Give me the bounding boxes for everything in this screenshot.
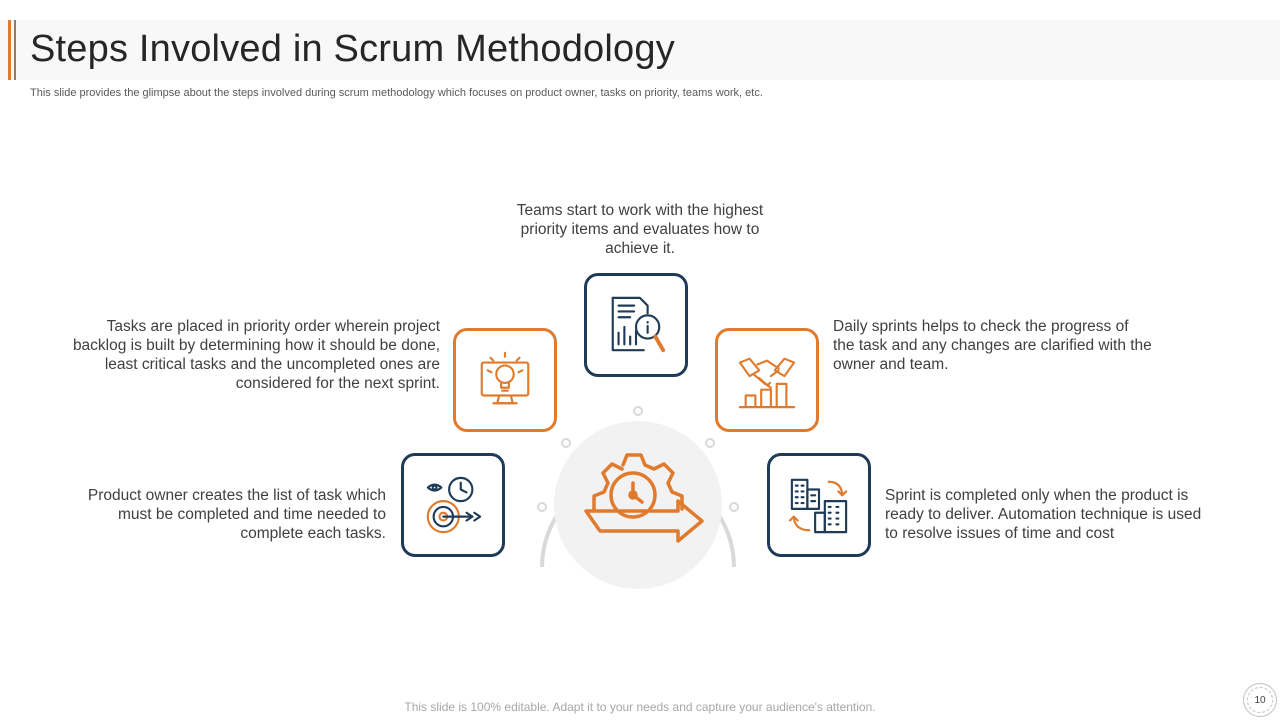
- title-accent-gray: [14, 20, 16, 80]
- central-hub: [537, 406, 739, 589]
- page-subtitle: This slide provides the glimpse about th…: [30, 87, 763, 99]
- hub-arc-dot: [537, 502, 547, 512]
- step-5-text: Sprint is completed only when the produc…: [885, 487, 1202, 542]
- step-3-text: Teams start to work with the highest pri…: [516, 202, 764, 257]
- hub-arc-dot: [705, 438, 715, 448]
- step-4-text: Daily sprints helps to check the progres…: [833, 318, 1152, 373]
- gear-clock-arrow-icon: [584, 453, 704, 543]
- hub-arc-dot: [729, 502, 739, 512]
- page-number-badge: 10: [1243, 683, 1277, 717]
- report-analysis-icon: [611, 296, 666, 353]
- target-clock-icon: [426, 476, 482, 534]
- step-1-text: Product owner creates the list of task w…: [87, 487, 386, 542]
- hub-disc: [554, 421, 722, 589]
- page-number: 10: [1247, 687, 1273, 713]
- footer-note: This slide is 100% editable. Adapt it to…: [404, 700, 876, 714]
- step-5-icon-box: [767, 453, 871, 557]
- step-3-icon-box: [584, 273, 688, 377]
- step-1-icon-box: [401, 453, 505, 557]
- step-2-text: Tasks are placed in priority order where…: [72, 318, 440, 392]
- hub-arc-dot: [633, 406, 643, 416]
- page-title: Steps Involved in Scrum Methodology: [30, 28, 675, 70]
- buildings-exchange-icon: [788, 478, 848, 534]
- step-2-icon-box: [453, 328, 557, 432]
- hub-arc-dot: [561, 438, 571, 448]
- title-accent-orange: [8, 20, 11, 80]
- handshake-growth-icon: [738, 357, 796, 409]
- step-4-icon-box: [715, 328, 819, 432]
- title-band: [0, 20, 1280, 80]
- monitor-bulb-icon: [480, 351, 530, 405]
